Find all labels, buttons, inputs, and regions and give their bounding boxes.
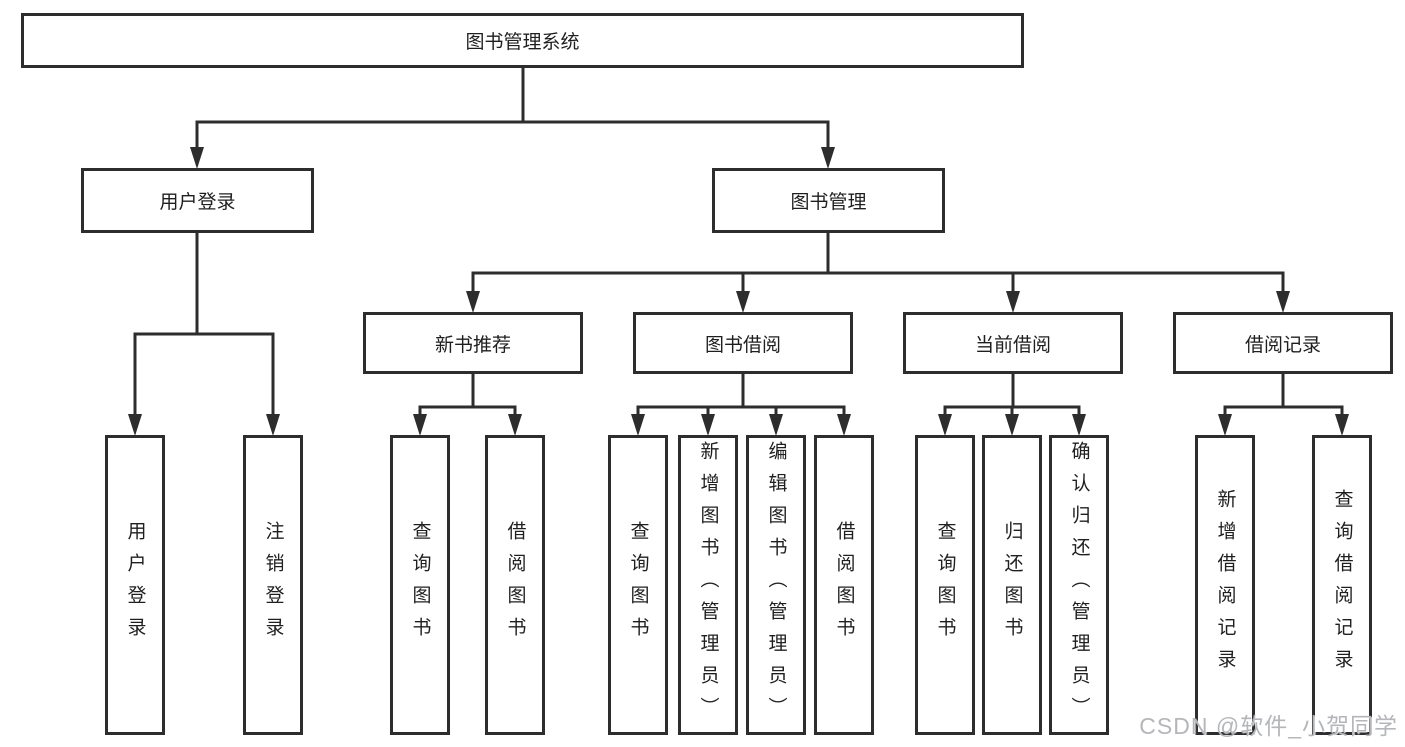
leaf-logout: 注销登录: [243, 435, 303, 735]
leaf-bb-borrow-book: 借阅图书: [814, 435, 874, 735]
connector-current-borrow-to-leaves: [938, 372, 1086, 436]
leaf-nb-borrow-book: 借阅图书: [485, 435, 545, 735]
watermark: CSDN @软件_小贺同学: [1139, 713, 1398, 739]
node-label: 新增借阅记录: [1214, 489, 1236, 681]
node-label: 查询图书: [934, 521, 956, 649]
node-root: 图书管理系统: [21, 13, 1024, 68]
node-label: 确认归还（管理员）: [1068, 441, 1090, 729]
connector-root-to-level1: [190, 66, 835, 169]
arrowhead: [413, 414, 427, 436]
node-borrow-records: 借阅记录: [1173, 312, 1393, 374]
arrowhead: [1072, 414, 1086, 436]
node-current-borrow: 当前借阅: [903, 312, 1123, 374]
node-book-borrow: 图书借阅: [633, 312, 853, 374]
node-label: 注销登录: [262, 521, 284, 649]
node-label: 借阅记录: [1244, 334, 1321, 356]
node-new-book-recommend: 新书推荐: [363, 312, 583, 374]
node-label: 图书管理系统: [465, 32, 580, 53]
node-label: 新书推荐: [434, 334, 511, 356]
node-label: 当前借阅: [974, 334, 1051, 356]
node-label: 查询图书: [627, 521, 649, 649]
arrowhead: [821, 147, 835, 169]
arrowhead: [1006, 291, 1020, 313]
node-label: 图书管理: [790, 192, 867, 213]
node-user-login: 用户登录: [81, 168, 314, 233]
node-label: 借阅图书: [504, 521, 526, 649]
leaf-user-login: 用户登录: [105, 435, 165, 735]
leaf-nb-query-book: 查询图书: [390, 435, 450, 735]
node-label: 用户登录: [159, 192, 236, 213]
arrowhead: [938, 414, 952, 436]
leaf-cb-return-book: 归还图书: [982, 435, 1042, 735]
node-label: 图书借阅: [704, 334, 781, 356]
arrowhead: [466, 291, 480, 313]
arrowhead: [266, 414, 280, 436]
arrowhead: [1218, 414, 1232, 436]
arrowhead: [508, 414, 522, 436]
arrowhead: [190, 147, 204, 169]
node-label: 用户登录: [124, 521, 146, 649]
arrowhead: [128, 414, 142, 436]
leaf-bb-query-book: 查询图书: [608, 435, 668, 735]
arrowhead: [631, 414, 645, 436]
leaf-cb-query-book: 查询图书: [915, 435, 975, 735]
leaf-cb-confirm-return-admin: 确认归还（管理员）: [1049, 435, 1109, 735]
node-label: 新增图书（管理员）: [697, 441, 719, 729]
leaf-br-query-record: 查询借阅记录: [1312, 435, 1372, 735]
arrowhead: [701, 414, 715, 436]
node-label: 编辑图书（管理员）: [765, 441, 787, 729]
node-label: 查询借阅记录: [1331, 489, 1353, 681]
node-label: 借阅图书: [833, 521, 855, 649]
arrowhead: [1335, 414, 1349, 436]
arrowhead: [1005, 414, 1019, 436]
connector-borrow-records-to-leaves: [1218, 372, 1349, 436]
node-book-management: 图书管理: [712, 168, 945, 233]
connector-user-login-to-leaves: [128, 231, 280, 436]
node-label: 归还图书: [1001, 521, 1023, 649]
arrowhead: [1276, 291, 1290, 313]
leaf-bb-edit-book-admin: 编辑图书（管理员）: [746, 435, 806, 735]
node-label: 查询图书: [409, 521, 431, 649]
leaf-br-add-record: 新增借阅记录: [1195, 435, 1255, 735]
connector-book-borrow-to-leaves: [631, 372, 851, 436]
arrowhead: [769, 414, 783, 436]
arrowhead: [736, 291, 750, 313]
connector-book-management-to-level2: [466, 231, 1290, 313]
connector-new-book-to-leaves: [413, 372, 522, 436]
leaf-bb-add-book-admin: 新增图书（管理员）: [678, 435, 738, 735]
arrowhead: [837, 414, 851, 436]
